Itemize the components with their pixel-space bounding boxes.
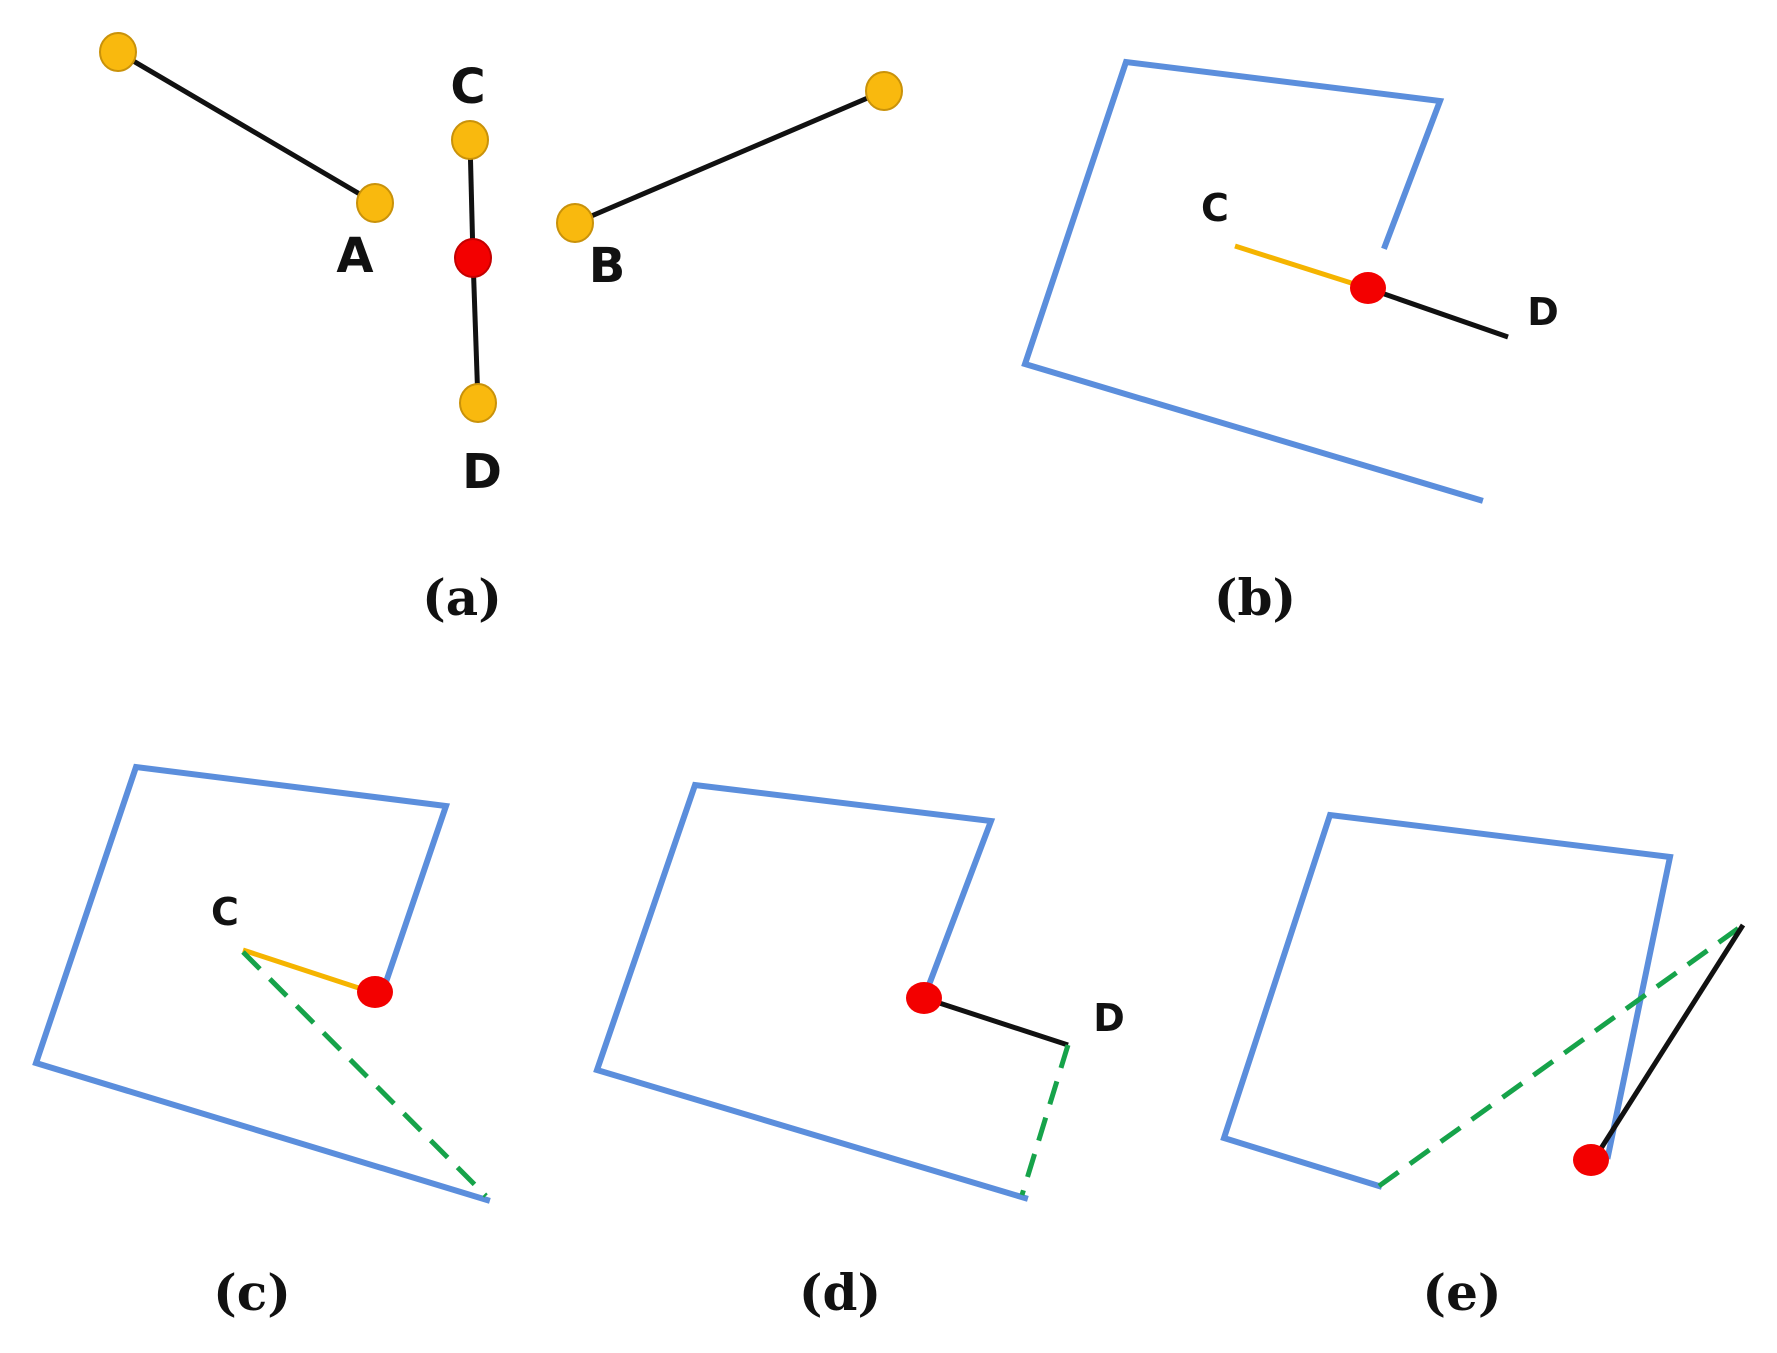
segment-b xyxy=(574,88,885,226)
segment-d-part xyxy=(923,995,1069,1048)
connector-dashed xyxy=(1019,1044,1071,1196)
panel-b: C D (b) xyxy=(1021,58,1559,627)
node-a-end xyxy=(356,183,394,223)
node-b-end xyxy=(865,71,903,111)
segment-c-part xyxy=(1234,243,1368,291)
segment-d-lower xyxy=(470,257,481,404)
label-c: C xyxy=(211,890,239,934)
node-c xyxy=(451,120,489,160)
caption-c: (c) xyxy=(213,1263,291,1322)
segment-d-part xyxy=(1366,285,1509,340)
label-c: C xyxy=(450,59,485,115)
label-d: D xyxy=(1093,996,1125,1040)
intersection-point xyxy=(1350,272,1386,304)
label-d: D xyxy=(1527,290,1559,334)
connector-dashed xyxy=(241,950,488,1198)
label-d: D xyxy=(462,444,502,500)
segment-line xyxy=(1597,923,1746,1152)
panel-e: (e) xyxy=(1220,811,1746,1322)
panel-d: D (d) xyxy=(593,781,1125,1322)
intersection-point xyxy=(454,238,492,278)
label-a: A xyxy=(336,228,373,284)
segment-c-part xyxy=(242,947,375,996)
panel-c: C (c) xyxy=(32,763,491,1322)
label-b: B xyxy=(589,238,626,294)
intersection-point xyxy=(357,976,393,1008)
caption-b: (b) xyxy=(1214,568,1296,627)
segment-a xyxy=(116,49,377,206)
caption-d: (d) xyxy=(799,1263,881,1322)
node-a-start xyxy=(99,32,137,72)
label-c: C xyxy=(1201,186,1229,230)
boundary-polygon xyxy=(1021,58,1484,504)
boundary-polygon xyxy=(593,781,1029,1202)
caption-a: (a) xyxy=(422,568,502,627)
node-d xyxy=(459,383,497,423)
boundary-polygon xyxy=(32,763,491,1204)
caption-e: (e) xyxy=(1422,1263,1501,1322)
intersection-point xyxy=(1573,1144,1609,1176)
intersection-point xyxy=(906,982,942,1014)
boundary-polygon xyxy=(1220,811,1674,1190)
connector-dashed xyxy=(1377,922,1745,1189)
node-b-start xyxy=(556,203,594,243)
panel-a: A B C D (a) xyxy=(99,32,903,627)
